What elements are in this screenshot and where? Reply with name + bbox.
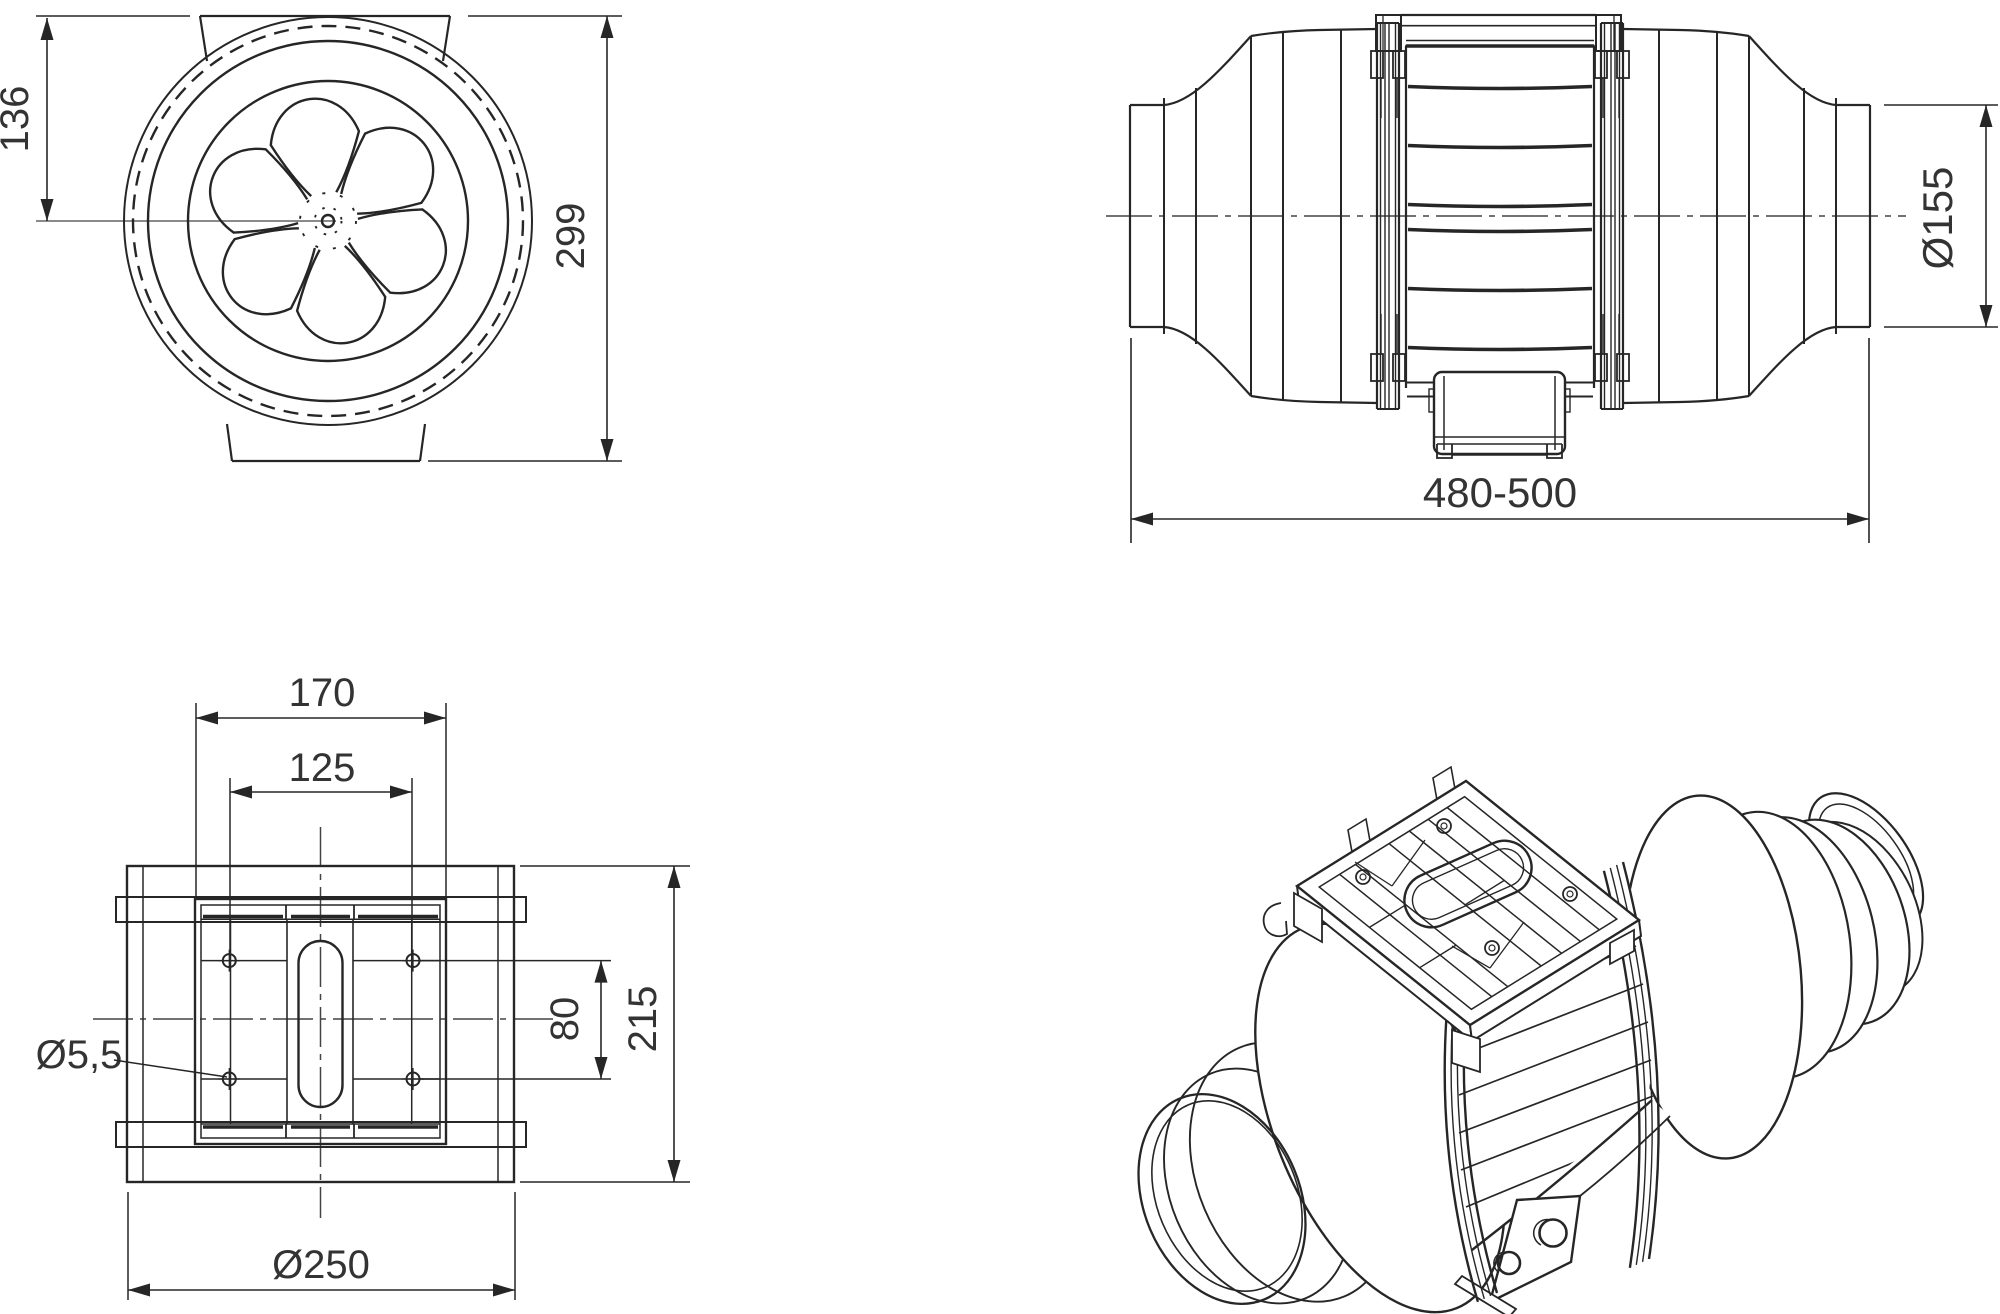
svg-text:Ø5,5: Ø5,5	[36, 1033, 123, 1077]
svg-text:299: 299	[549, 203, 593, 270]
svg-text:480-500: 480-500	[1423, 469, 1577, 516]
svg-text:Ø155: Ø155	[1914, 167, 1961, 270]
svg-text:Ø250: Ø250	[272, 1243, 370, 1287]
svg-text:170: 170	[289, 671, 356, 715]
svg-text:136: 136	[0, 86, 37, 153]
svg-text:125: 125	[289, 746, 356, 790]
svg-text:215: 215	[621, 986, 665, 1053]
svg-text:80: 80	[543, 997, 587, 1042]
